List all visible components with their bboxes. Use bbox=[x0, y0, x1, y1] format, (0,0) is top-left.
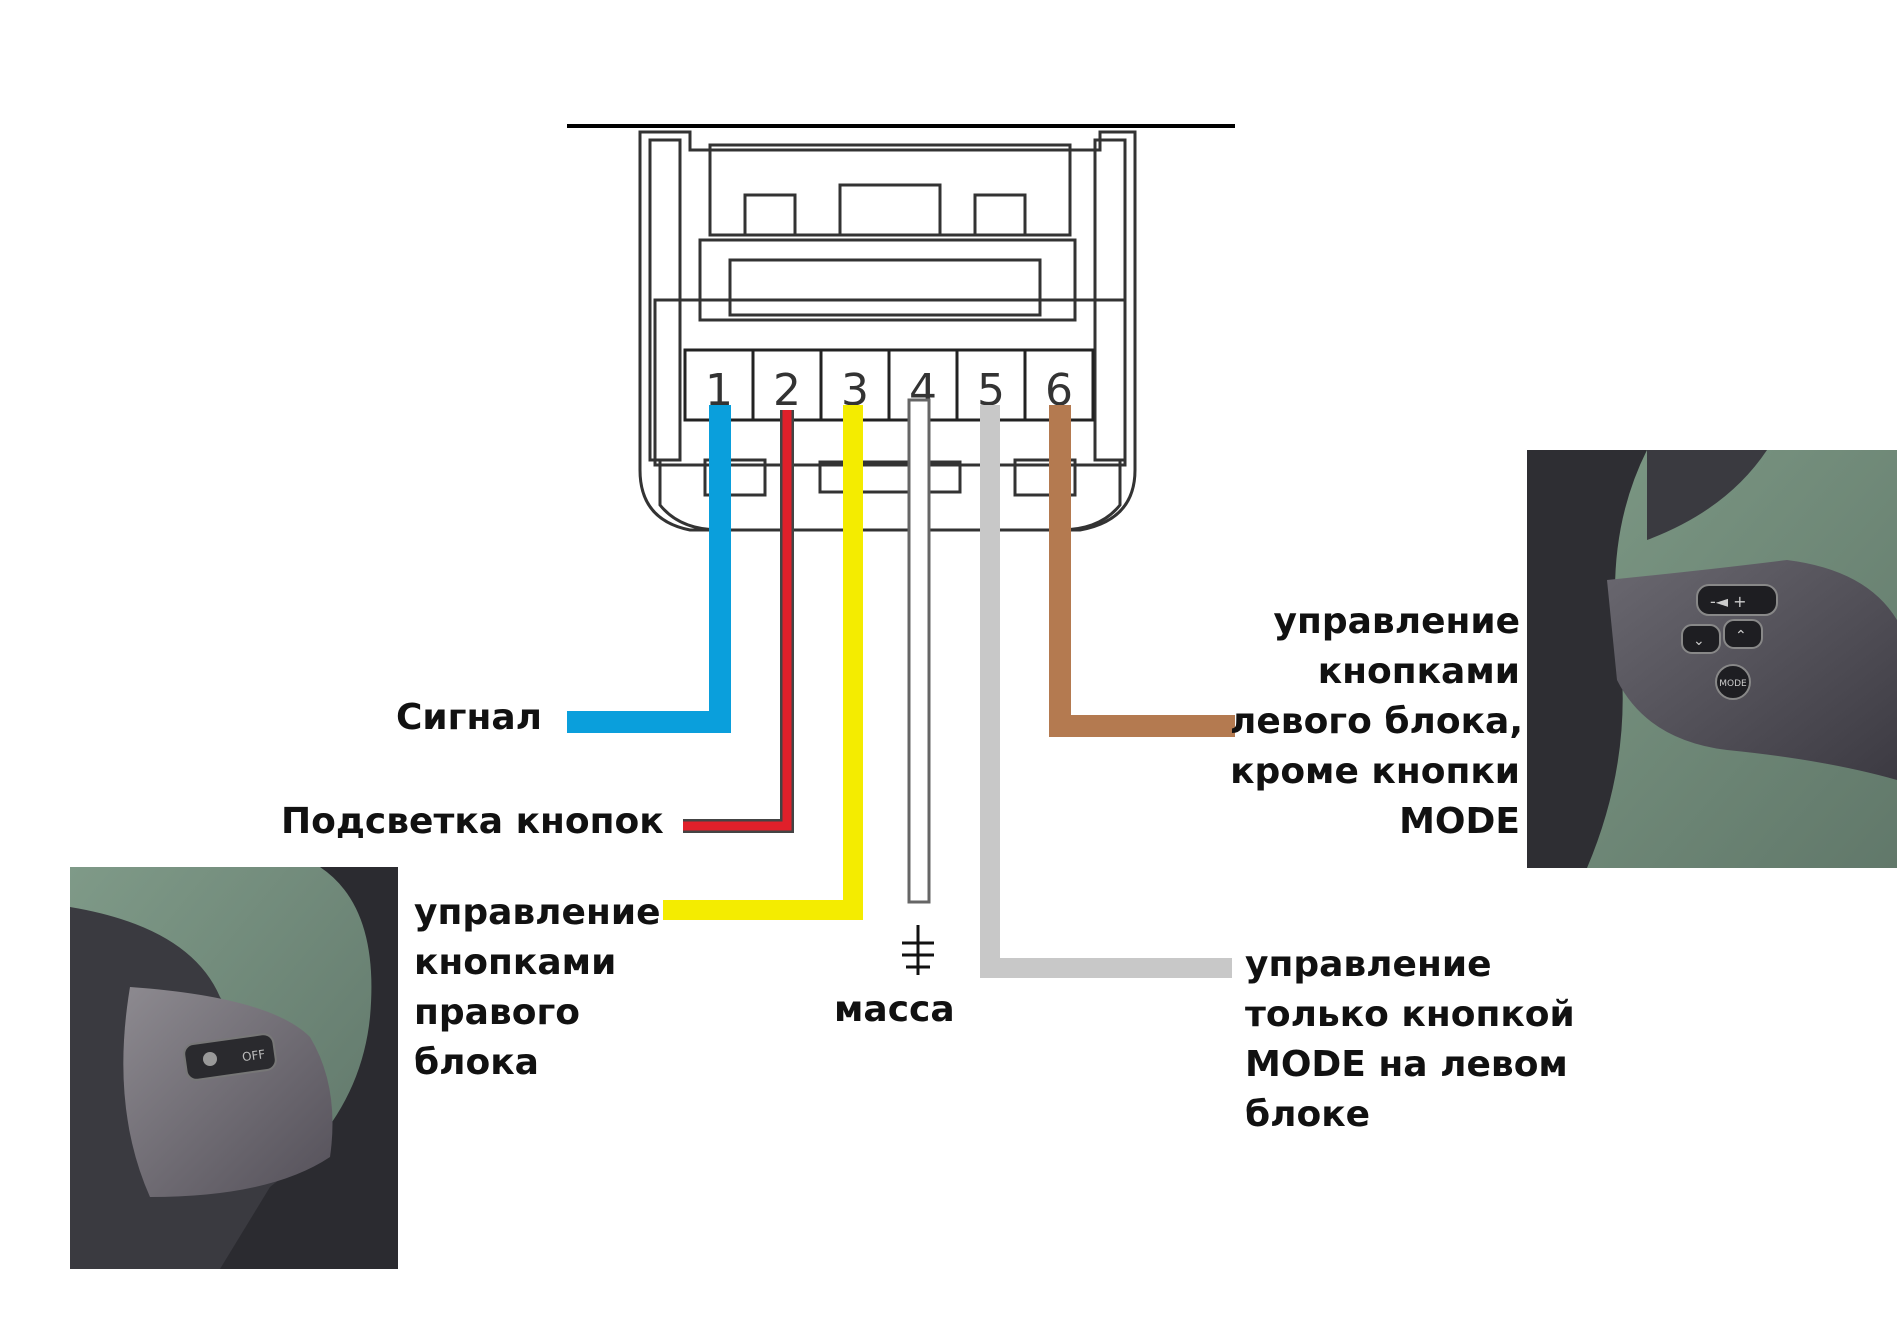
wire-3-yellow bbox=[663, 405, 863, 920]
connector-housing bbox=[638, 130, 1137, 532]
mode-button-label: MODE bbox=[1719, 679, 1747, 689]
steering-wheel-left-switch-icon: -◄ + ⌄ ⌃ MODE bbox=[1527, 450, 1897, 868]
steering-wheel-right-switch-icon: OFF bbox=[70, 867, 398, 1269]
label-ground: масса bbox=[834, 989, 955, 1030]
wire-5-gray bbox=[980, 405, 1232, 978]
label-mode-only: управление только кнопкой MODE на левом … bbox=[1245, 944, 1575, 1135]
pin-cells bbox=[683, 348, 1095, 422]
wire-4-white bbox=[907, 398, 931, 904]
label-right-block: управление кнопками правого блока bbox=[414, 892, 661, 1083]
wire-2-outline bbox=[683, 410, 794, 833]
right-block-photo: OFF bbox=[70, 867, 398, 1269]
svg-text:⌃: ⌃ bbox=[1735, 628, 1747, 644]
wire-2-red bbox=[683, 410, 792, 831]
label-backlight: Подсветка кнопок bbox=[281, 801, 664, 842]
svg-text:-◄ +: -◄ + bbox=[1710, 592, 1747, 611]
svg-text:⌄: ⌄ bbox=[1693, 633, 1705, 649]
wire-6-brown bbox=[1049, 405, 1235, 737]
label-left-block-except-mode: управление кнопками левого блока, кроме … bbox=[1230, 601, 1524, 842]
pin-2: 2 bbox=[773, 365, 801, 416]
off-button-label: OFF bbox=[241, 1047, 266, 1064]
left-block-photo: -◄ + ⌄ ⌃ MODE bbox=[1527, 450, 1897, 868]
wire-1-blue bbox=[567, 405, 731, 733]
label-signal: Сигнал bbox=[396, 697, 542, 738]
ground-icon bbox=[902, 925, 934, 975]
